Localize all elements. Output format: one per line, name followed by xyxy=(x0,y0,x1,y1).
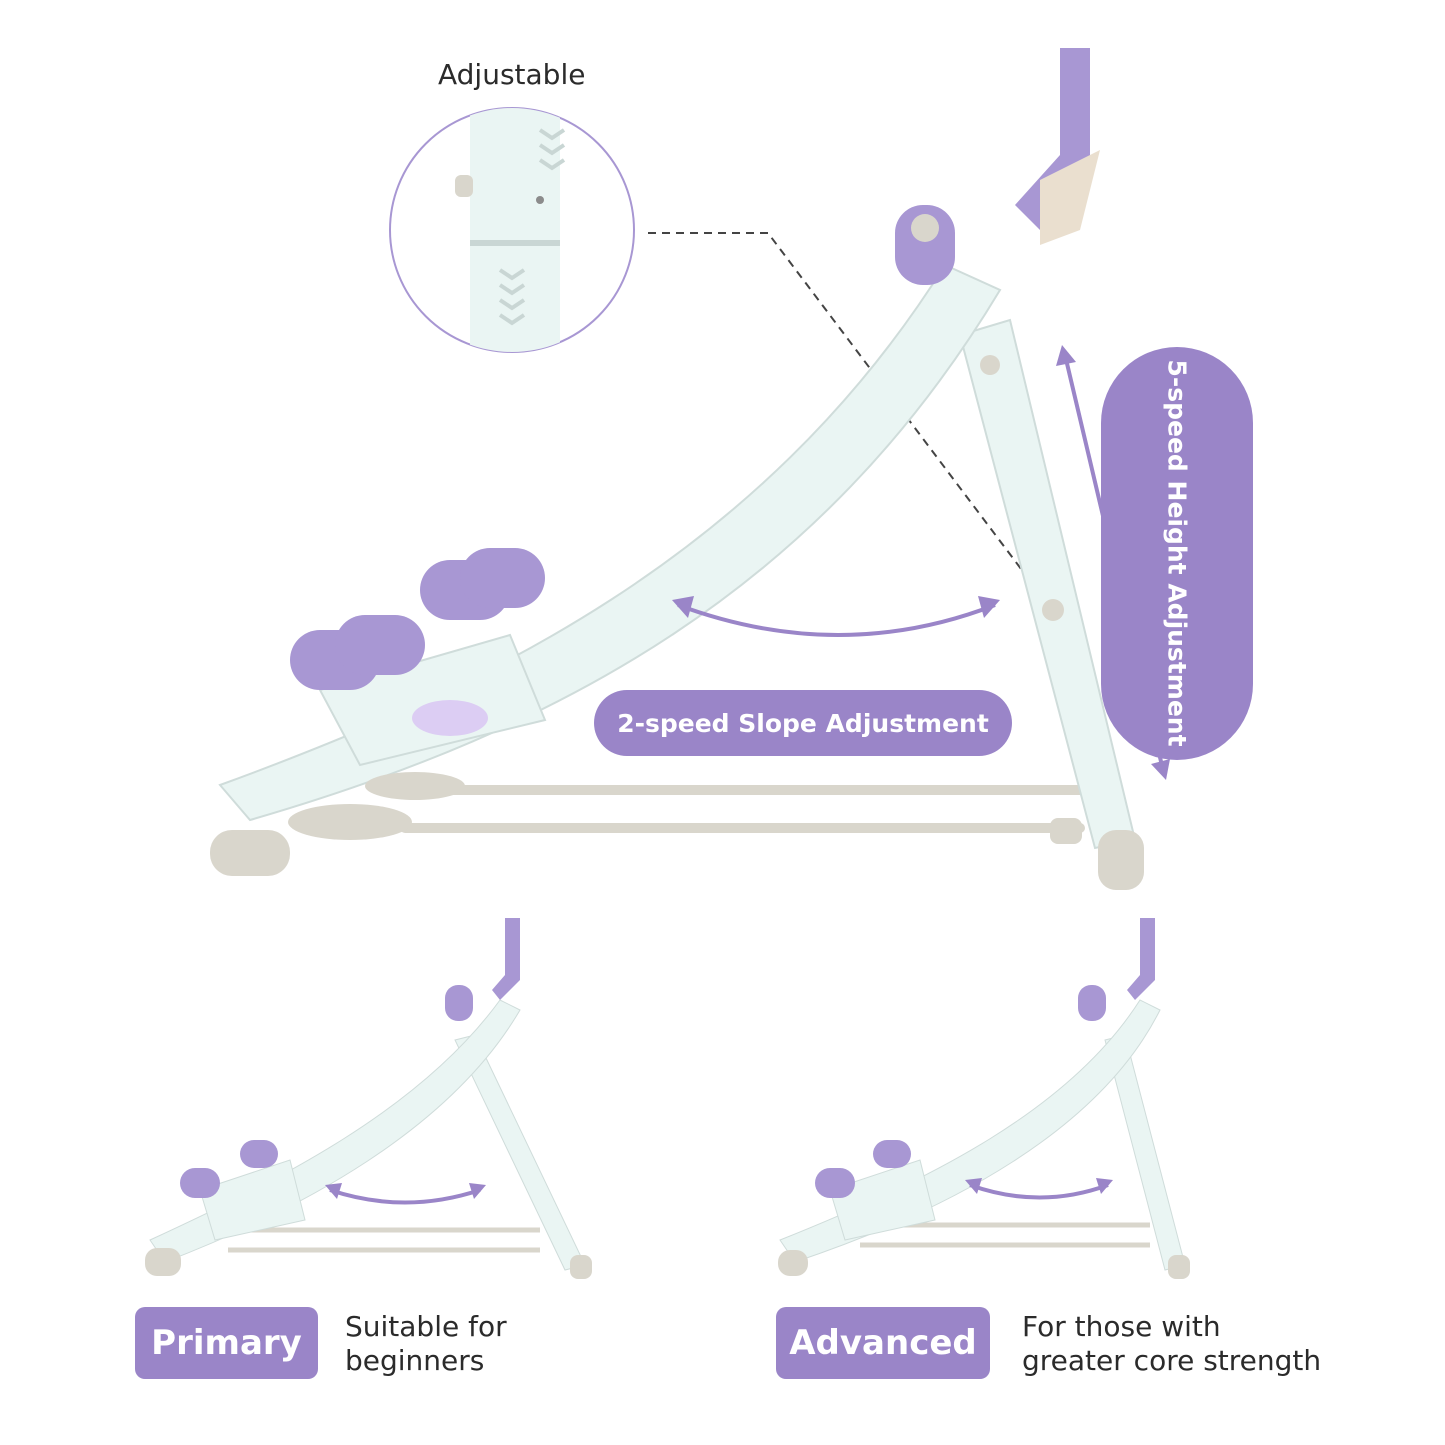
main-machine xyxy=(210,48,1144,890)
primary-badge: Primary xyxy=(135,1307,318,1379)
callout-leader-line xyxy=(648,232,1053,611)
slope-adjustment-pill: 2-speed Slope Adjustment xyxy=(594,690,1012,756)
height-adjustment-pill: 5-speed Height Adjustment xyxy=(1101,347,1253,760)
slope-adjust-arrow xyxy=(672,596,1000,637)
advanced-description-line2: greater core strength xyxy=(1022,1344,1322,1377)
machine-primary xyxy=(145,918,592,1279)
height-adjustment-text: 5-speed Height Adjustment xyxy=(1162,359,1192,747)
advanced-description: For those with greater core strength xyxy=(1022,1310,1422,1378)
advanced-badge: Advanced xyxy=(776,1307,990,1379)
primary-description-line1: Suitable for xyxy=(345,1310,507,1343)
slope-adjustment-text: 2-speed Slope Adjustment xyxy=(617,708,989,738)
adjustable-label: Adjustable xyxy=(438,58,586,91)
primary-description: Suitable for beginners xyxy=(345,1310,575,1378)
advanced-description-line1: For those with xyxy=(1022,1310,1221,1343)
machine-advanced xyxy=(778,918,1190,1279)
primary-description-line2: beginners xyxy=(345,1344,485,1377)
zoom-callout xyxy=(389,107,635,353)
